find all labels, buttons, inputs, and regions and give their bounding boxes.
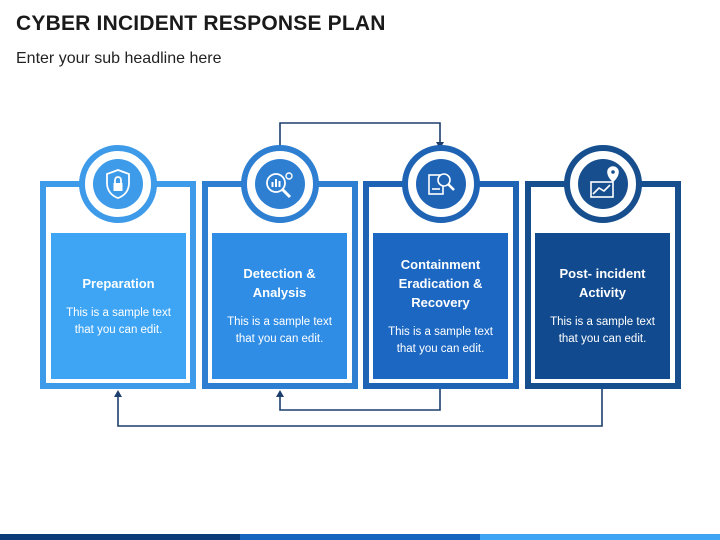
arrowhead-bottom xyxy=(114,390,122,397)
step-frame-1 xyxy=(40,181,196,389)
badge-3 xyxy=(402,145,480,223)
bottom-accent-bar xyxy=(0,534,720,540)
accent-segment-mid xyxy=(240,534,480,540)
step-card-3: Containment Eradication & Recovery This … xyxy=(373,233,508,379)
step-card-1: Preparation This is a sample text that y… xyxy=(51,233,186,379)
step-card-4: Post- incident Activity This is a sample… xyxy=(535,233,670,379)
step-title-4: Post- incident Activity xyxy=(559,266,646,300)
step-text-2: This is a sample text that you can edit. xyxy=(227,316,332,345)
step-text-3: This is a sample text that you can edit. xyxy=(388,325,493,355)
accent-segment-dark xyxy=(0,534,240,540)
step-text-1: This is a sample text that you can edit. xyxy=(66,306,171,336)
connector-bottom xyxy=(117,388,603,427)
connector-middle xyxy=(279,388,441,411)
shield-lock-icon xyxy=(106,169,130,199)
page-subtitle: Enter your sub headline here xyxy=(16,50,222,67)
map-route-icon xyxy=(590,166,619,198)
step-text-4: This is a sample text that you can edit. xyxy=(550,316,655,345)
step-title-3: Containment Eradication & Recovery xyxy=(398,256,483,310)
flow-connectors xyxy=(114,122,603,427)
connector-top xyxy=(279,122,441,158)
magnifier-chart-icon xyxy=(266,172,293,199)
document-search-icon xyxy=(428,173,455,195)
step-frame-2 xyxy=(202,181,358,389)
step-frame-4 xyxy=(525,181,681,389)
step-title-1: Preparation xyxy=(82,275,155,291)
step-card-2: Detection & Analysis This is a sample te… xyxy=(212,233,347,379)
page-title: CYBER INCIDENT RESPONSE PLAN xyxy=(16,12,386,35)
step-title-2: Detection & Analysis xyxy=(243,266,316,300)
badge-2 xyxy=(241,145,319,223)
accent-segment-light xyxy=(480,534,720,540)
badge-4 xyxy=(564,145,642,223)
arrowhead-middle xyxy=(276,390,284,397)
step-frame-3 xyxy=(363,181,519,389)
badge-1 xyxy=(79,145,157,223)
